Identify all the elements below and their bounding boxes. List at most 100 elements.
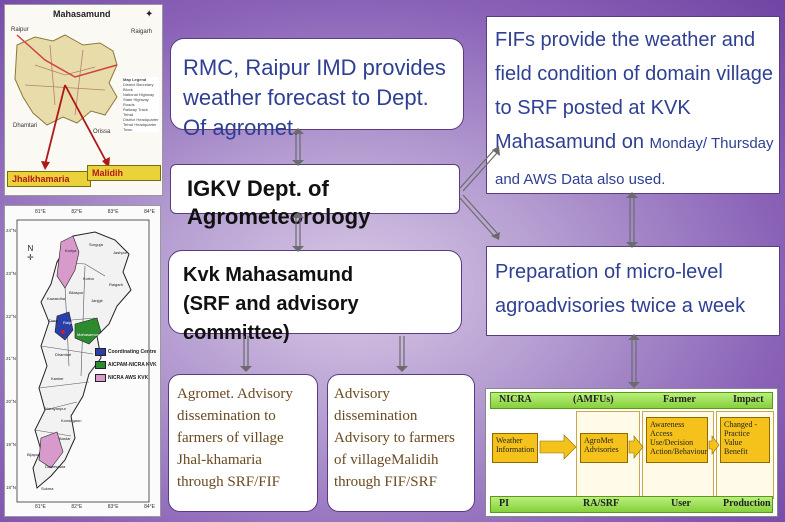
tick: 21°N <box>6 356 17 362</box>
lon-ticks-top: 81°E 82°E 83°E 84°E <box>35 209 155 215</box>
igkv-box: IGKV Dept. of Agrometeorology <box>170 164 460 229</box>
flow-bottom-label: RA/SRF <box>583 498 620 509</box>
legend-swatch <box>95 360 106 369</box>
district-label: Jashpur <box>113 250 128 255</box>
tick: 24°N <box>6 228 17 233</box>
map-legend-title: Map Legend <box>123 77 147 82</box>
tick: 82°E <box>71 209 83 215</box>
map-legend-item: Roads <box>123 102 135 107</box>
legend-swatch <box>95 347 106 356</box>
rmc-forecast-text: RMC, Raipur IMD provides weather forecas… <box>183 55 446 140</box>
fif-box: FIFs provide the weather and field condi… <box>486 16 780 194</box>
legend-label: AICPAM-NICRA KVK <box>108 362 157 368</box>
district-map-graphic <box>14 34 118 170</box>
map-legend-item: Tehsil <box>123 112 134 117</box>
lat-ticks-left: 24°N 23°N 22°N 21°N 20°N 19°N 18°N <box>6 228 16 490</box>
legend-swatch <box>95 373 106 382</box>
district-label: Bilaspur <box>69 290 84 295</box>
flow-bottom-label: User <box>671 498 691 509</box>
map-legend-item: National Highway <box>123 92 155 97</box>
district-label: Bastar <box>59 436 71 441</box>
flow-arrows <box>539 434 720 460</box>
flow-top-label: (AMFUs) <box>573 394 614 405</box>
map-legend: Map Legend District Boundary Block Natio… <box>123 77 159 132</box>
tick: 81°E <box>35 209 46 215</box>
village-tag-jhalkhamaria: Jhalkhamaria <box>7 171 91 187</box>
district-label: Koriya <box>65 248 77 253</box>
state-map-legend: Coordinating Centre AICPAM-NICRA KVK NIC… <box>95 346 157 385</box>
kvk-title: Kvk Mahasamund <box>183 264 354 286</box>
tick: 84°E <box>144 504 155 510</box>
legend-label: NICRA AWS KVK <box>108 375 149 381</box>
rmc-forecast-box: RMC, Raipur IMD provides weather forecas… <box>170 38 464 140</box>
lon-ticks-bottom: 81°E 82°E 83°E 84°E <box>35 504 155 510</box>
igkv-text: IGKV Dept. of Agrometeorology <box>187 176 371 229</box>
district-label: Raipur <box>63 320 75 325</box>
chhattisgarh-state-map: N✛ 81°E 82°E 83°E 84°E 81°E 82°E 83°E 84… <box>4 205 161 517</box>
village-tag-malidih: Malidih <box>87 165 161 181</box>
district-label: Kawardha <box>47 296 66 301</box>
map-legend-item: Railway Track <box>123 107 148 112</box>
flow-top-label: Impact <box>733 394 764 405</box>
flow-top-bar: NICRA (AMFUs) Farmer Impact <box>490 392 773 409</box>
district-label: Korba <box>83 276 94 281</box>
place-raigarh: Raigarh <box>131 29 153 35</box>
place-dhamtari: Dhamtari <box>13 123 38 129</box>
map-legend-item: Tehsil Headquarter <box>123 122 157 127</box>
advisory-malidih-box: Advisory dissemination Advisory to farme… <box>327 374 475 512</box>
tick: 23°N <box>6 270 17 276</box>
map-legend-item: District Boundary <box>123 82 154 87</box>
district-label: Janjgir <box>91 298 103 303</box>
legend-label: Coordinating Centre <box>108 349 157 355</box>
advisory-jhalkhamaria-box: Agromet. Advisory dissemination to farme… <box>168 374 318 512</box>
flow-bottom-bar: PI RA/SRF User Production <box>490 496 773 513</box>
state-map-graphic <box>16 219 150 503</box>
district-label: Sukma <box>41 486 54 491</box>
district-label: Dantewada <box>45 464 66 469</box>
flow-box-awareness: Awareness Access Use/Decision Action/Beh… <box>646 417 708 463</box>
tick: 19°N <box>6 442 17 448</box>
legend-item-aws: NICRA AWS KVK <box>95 372 157 385</box>
district-label: Surguja <box>89 242 103 247</box>
place-orissa: Orissa <box>93 129 111 135</box>
compass-rose-icon: ✛ <box>27 253 34 262</box>
preparation-box: Preparation of micro-level agroadvisorie… <box>486 246 780 336</box>
legend-item-coordinating: Coordinating Centre <box>95 346 157 359</box>
advisory-jhalkhamaria-text: Agromet. Advisory dissemination to farme… <box>177 386 293 490</box>
preparation-text: Preparation of micro-level agroadvisorie… <box>495 261 746 317</box>
tick: 84°E <box>144 209 155 215</box>
map-legend-item: District Headquarter <box>123 117 159 122</box>
nicra-flow-panel: NICRA (AMFUs) Farmer Impact Weather Info… <box>485 388 778 517</box>
map-legend-item: Town <box>123 127 133 132</box>
district-label: Kanker <box>51 376 64 381</box>
flow-box-weather: Weather Information <box>492 433 538 463</box>
legend-item-aicpam: AICPAM-NICRA KVK <box>95 359 157 372</box>
tick: 83°E <box>107 209 119 215</box>
flow-bottom-label: PI <box>499 498 509 509</box>
district-label: Raigarh <box>109 282 124 287</box>
district-label: Narayanpur <box>45 406 66 411</box>
tick: 83°E <box>107 504 119 510</box>
fif-text: FIFs provide the weather and field condi… <box>495 29 773 153</box>
map-legend-item: State Highway <box>123 97 149 102</box>
compass-icon: ✦ <box>145 9 154 20</box>
map-legend-item: Block <box>123 87 133 92</box>
flow-box-impact: Changed - Practice Value Benefit <box>720 417 770 463</box>
place-raipur: Raipur <box>11 27 29 33</box>
district-label: Bijapur <box>27 452 40 457</box>
mahasamund-district-map: Mahasamund Raipur Raigarh Dhamtari Oriss… <box>4 4 163 196</box>
district-label: Kondagaon <box>61 418 82 423</box>
district-label: Durg <box>49 318 58 323</box>
district-map-title: Mahasamund <box>53 9 111 19</box>
flow-box-advisories: AgroMet Advisories <box>580 433 628 463</box>
tick: 22°N <box>6 313 17 319</box>
district-label: Mahasamund <box>77 332 102 337</box>
district-label: Dhamtari <box>55 352 72 357</box>
flow-top-label: NICRA <box>499 394 532 405</box>
tick: 81°E <box>35 504 46 510</box>
flow-top-label: Farmer <box>663 394 696 405</box>
fif-days-text: Monday/ Thursday and AWS Data also used. <box>495 135 774 188</box>
kvk-box: Kvk Mahasamund (SRF and advisory committ… <box>168 250 462 344</box>
kvk-subtitle: (SRF and advisory committee) <box>183 293 359 344</box>
